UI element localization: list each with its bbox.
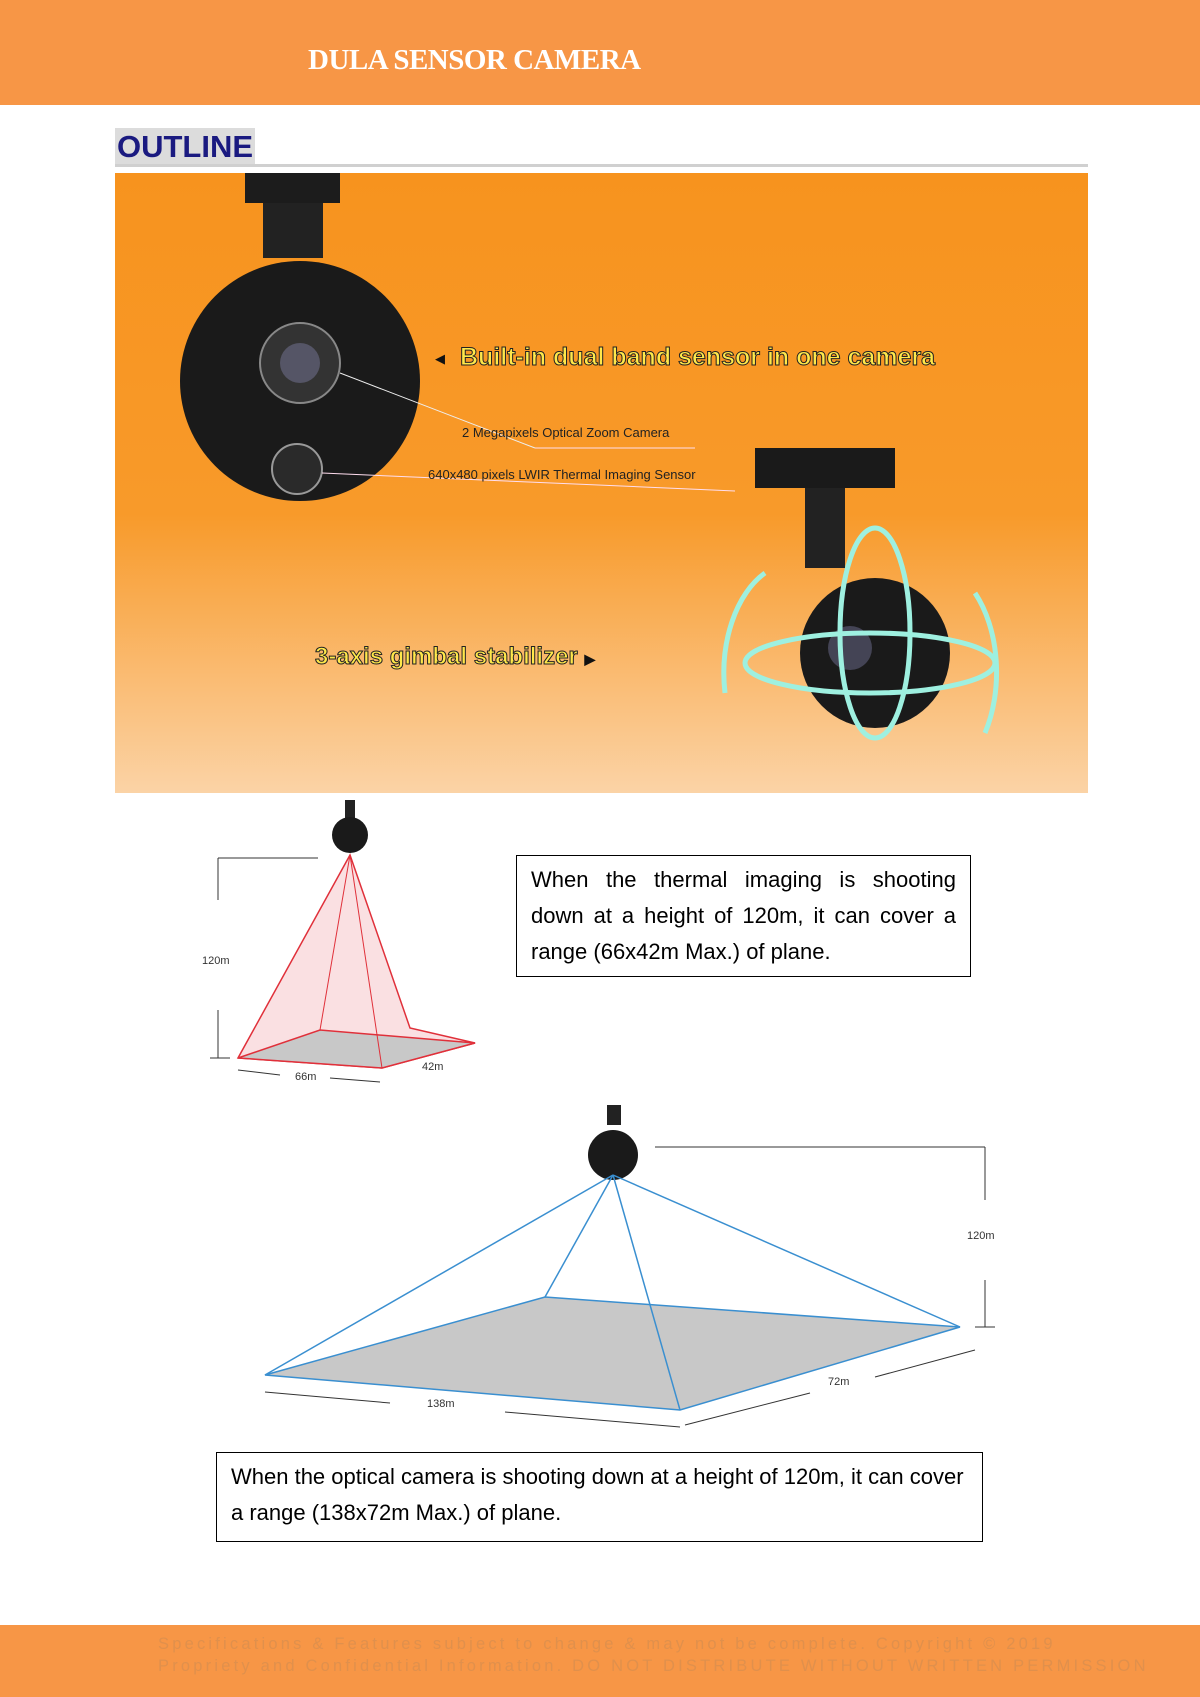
- section-divider: [115, 164, 1088, 167]
- optical-height-label: 120m: [967, 1230, 995, 1242]
- dual-band-headline: Built-in dual band sensor in one camera: [459, 343, 936, 372]
- optical-depth-label: 72m: [828, 1376, 849, 1388]
- gimbal-label: 3-axis gimbal stabilizer ▶: [315, 643, 596, 671]
- header: DULA SENSOR CAMERA: [0, 0, 1200, 105]
- camera-hero-image: ◀ Built-in dual band sensor in one camer…: [115, 173, 1088, 793]
- camera-gimbal-illustration: [721, 448, 1000, 741]
- section-title: OUTLINE: [115, 128, 256, 166]
- thermal-sensor-label: 640x480 pixels LWIR Thermal Imaging Sens…: [428, 467, 696, 482]
- footer-confidential: Propriety and Confidential Information. …: [158, 1657, 1149, 1675]
- gimbal-label-text: 3-axis gimbal stabilizer: [315, 643, 579, 671]
- optical-camera-label: 2 Megapixels Optical Zoom Camera: [462, 425, 670, 440]
- thermal-description: When the thermal imaging is shooting dow…: [516, 855, 971, 977]
- thermal-height-label: 120m: [202, 955, 230, 967]
- document-title: DULA SENSOR CAMERA: [308, 44, 641, 76]
- thermal-depth-label: 42m: [422, 1061, 443, 1073]
- camera-front-illustration: [180, 173, 736, 501]
- optical-coverage-diagram: 120m 138m 72m: [264, 1105, 995, 1428]
- optical-width-label: 138m: [427, 1398, 455, 1410]
- thermal-coverage-diagram: 120m 66m 42m: [202, 800, 476, 1083]
- thermal-width-label: 66m: [295, 1071, 316, 1083]
- svg-text:◀: ◀: [435, 351, 445, 366]
- footer: Specifications & Features subject to cha…: [0, 1625, 1200, 1697]
- optical-description: When the optical camera is shooting down…: [216, 1452, 983, 1542]
- footer-disclaimer: Specifications & Features subject to cha…: [158, 1635, 1056, 1653]
